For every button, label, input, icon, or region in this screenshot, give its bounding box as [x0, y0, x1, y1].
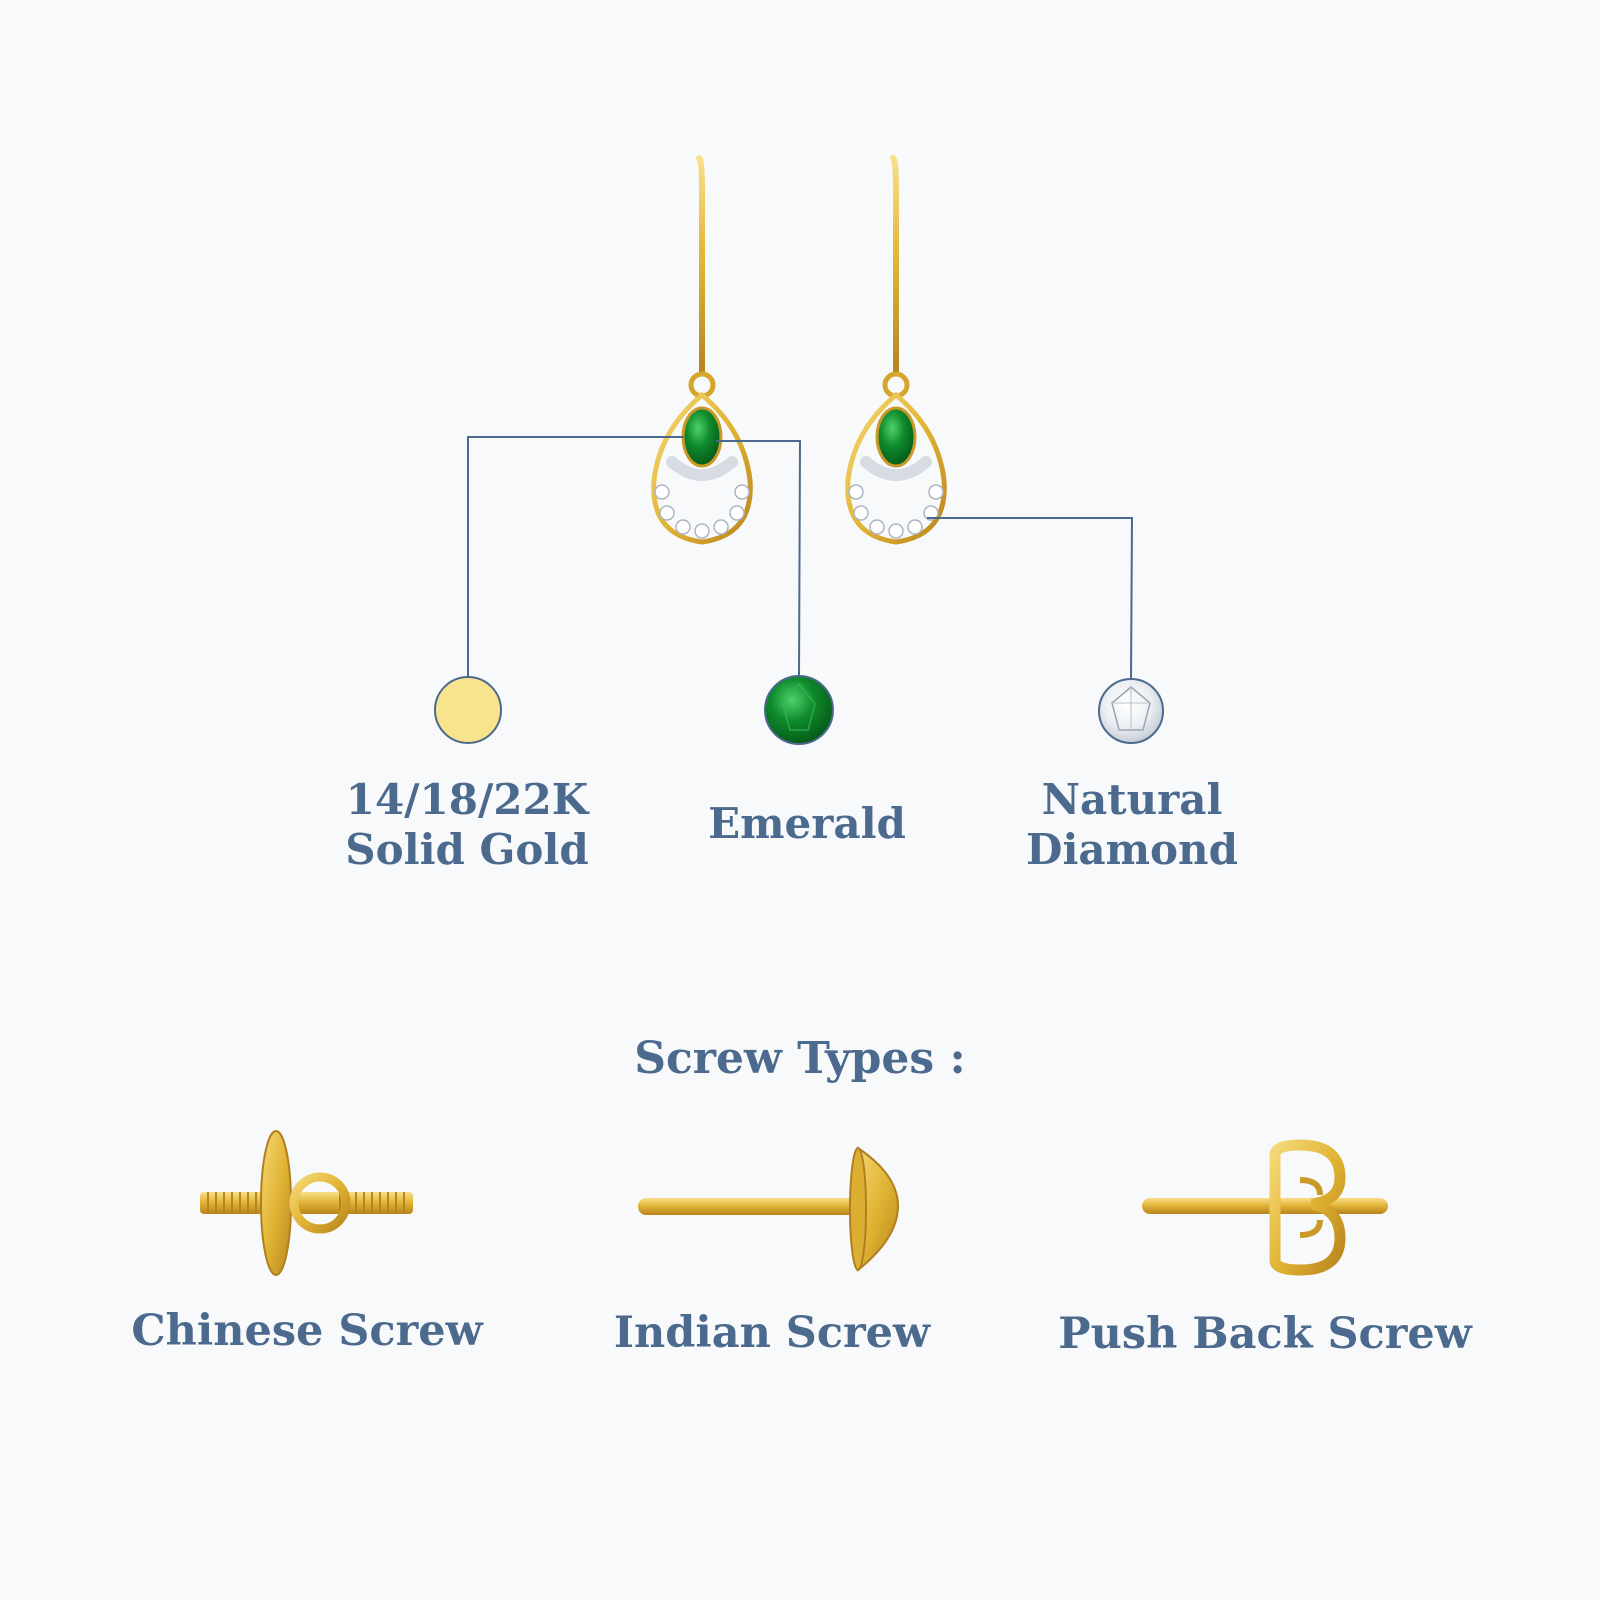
connector-lines — [467, 436, 1134, 680]
emerald-connector-line — [716, 440, 802, 677]
chinese-screw-icon — [200, 1130, 413, 1276]
diamond-material-label: Natural Diamond — [922, 775, 1342, 874]
diamond-line-1: Natural — [1041, 775, 1223, 824]
screw-types-title: Screw Types : — [634, 1033, 966, 1084]
diamond-line-2: Diamond — [1026, 824, 1238, 874]
indian-screw-icon — [638, 1146, 900, 1272]
diamond-connector-line — [927, 517, 1134, 680]
gold-connector-line — [467, 436, 684, 677]
right-earring — [845, 155, 947, 545]
emerald-material-label: Emerald — [708, 799, 906, 848]
gold-swatch — [434, 676, 502, 744]
push-back-screw-icon — [1142, 1139, 1388, 1276]
indian-screw-label: Indian Screw — [613, 1308, 931, 1358]
chinese-screw-label: Chinese Screw — [131, 1306, 483, 1356]
gold-material-label: 14/18/22K Solid Gold — [257, 775, 677, 874]
emerald-swatch — [764, 675, 834, 745]
gold-type-text: Solid Gold — [345, 824, 589, 874]
gold-karat-text: 14/18/22K — [345, 775, 589, 824]
diamond-swatch — [1098, 678, 1164, 744]
left-earring — [651, 155, 753, 545]
push-back-screw-label: Push Back Screw — [1058, 1309, 1472, 1359]
